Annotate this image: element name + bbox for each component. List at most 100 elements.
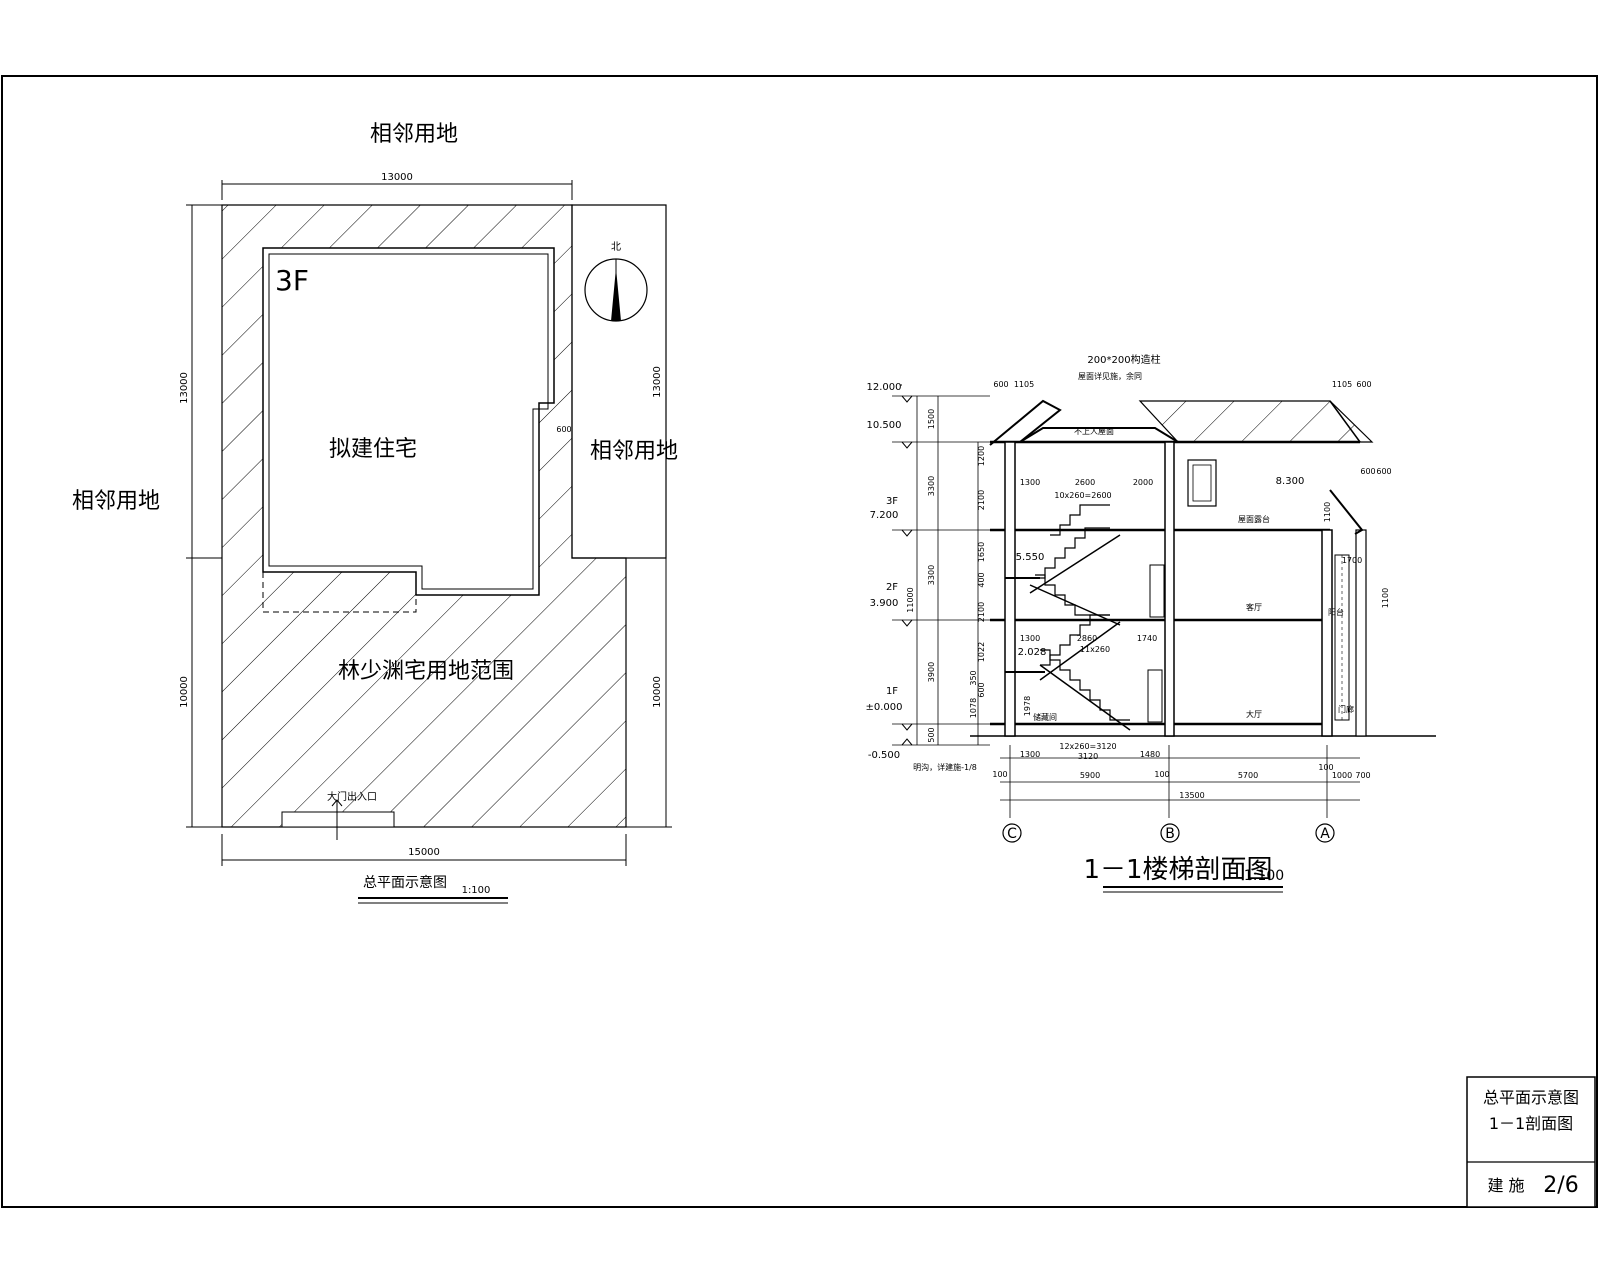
vdim-3300a: 3300 xyxy=(927,476,936,496)
roof-deck-label: 屋面露台 xyxy=(1238,514,1270,524)
entrance-label: 大门出入口 xyxy=(327,790,377,803)
building-footprint xyxy=(262,247,555,596)
vdim-sub-600: 600 xyxy=(977,682,986,697)
dim-1f-1480: 1480 xyxy=(1140,750,1160,759)
bdim-700: 700 xyxy=(1355,771,1370,780)
site-plan-scale: 1:100 xyxy=(462,885,491,896)
dim-1700: 1700 xyxy=(1342,556,1362,565)
wall-grid-c xyxy=(1004,441,1016,737)
door-b1 xyxy=(1147,669,1163,723)
floor-1-label: 1F xyxy=(886,686,898,697)
section-drawing: C B A 12.000 10.500 3F 7.200 2F 3.900 1F… xyxy=(865,353,1436,893)
title-block-line2: 1－1剖面图 xyxy=(1489,1114,1573,1133)
elev-3: 7.200 xyxy=(870,510,899,521)
vdim-sub-2100a: 2100 xyxy=(977,490,986,510)
elev-landing-2: 5.550 xyxy=(1016,552,1045,563)
elev-2: 3.900 xyxy=(870,598,899,609)
dim-setback: 600 xyxy=(556,425,571,434)
elev-landing-1: 2.028 xyxy=(1018,647,1047,658)
vdim-3300b: 3300 xyxy=(927,565,936,585)
dim-2f-2860: 2860 xyxy=(1077,634,1097,643)
dim-3f-2000: 2000 xyxy=(1133,478,1153,487)
vdim-sub-400: 400 xyxy=(977,572,986,587)
elev-roof-top: 12.000 xyxy=(867,382,902,393)
column-note-2: 屋面详见施，余同 xyxy=(1078,371,1142,381)
floor-tag: 3F xyxy=(275,264,309,297)
section-scale: 1:100 xyxy=(1244,868,1284,884)
north-arrow-icon xyxy=(611,268,621,321)
top-dim-600l: 600 xyxy=(993,380,1008,389)
site-plan-title: 总平面示意图 xyxy=(363,874,447,891)
stair-flight-5 xyxy=(1050,504,1110,536)
window-attic xyxy=(1187,459,1217,507)
grid-label-a: A xyxy=(1320,826,1330,842)
top-dim-1105r: 1105 xyxy=(1332,380,1352,389)
bdim-5900: 5900 xyxy=(1080,771,1100,780)
dashed-extension xyxy=(262,572,417,613)
sheet-border xyxy=(1,75,1598,1208)
title-block-frame xyxy=(1466,1076,1596,1208)
grid-label-b: B xyxy=(1165,826,1175,842)
title-block-line1: 总平面示意图 xyxy=(1483,1088,1579,1107)
roof-mid xyxy=(1019,427,1179,443)
vdim-3900: 3900 xyxy=(927,662,936,682)
stair-flight-2 xyxy=(1040,614,1110,666)
vdim-1500: 1500 xyxy=(927,409,936,429)
elev-1: ±0.000 xyxy=(865,702,902,713)
site-plan: 相邻用地 相邻用地 相邻用地 拟建住宅 3F 林少渊宅用地范围 大门出入口 北 … xyxy=(72,122,678,904)
bdim-5700: 5700 xyxy=(1238,771,1258,780)
sheet-number: 2/6 xyxy=(1543,1173,1578,1198)
adjacent-land-left: 相邻用地 xyxy=(72,489,160,514)
right-dim-600b: 600 xyxy=(1376,467,1391,476)
roof-left xyxy=(989,399,1062,446)
grid-bubble-b xyxy=(1160,823,1180,843)
room-hall: 大厅 xyxy=(1246,709,1262,719)
dim-right-upper: 13000 xyxy=(652,366,663,398)
dim-right-lower: 10000 xyxy=(652,676,663,708)
vdim-sub-1650: 1650 xyxy=(977,542,986,562)
room-living: 客厅 xyxy=(1246,602,1262,612)
stair-flight-1 xyxy=(1040,649,1130,721)
stair-dim-3: 10x260=2600 xyxy=(1054,491,1111,500)
bdim-total: 13500 xyxy=(1179,791,1204,800)
room-store: 储藏间 xyxy=(1033,712,1057,722)
bdim-1000: 1000 xyxy=(1332,771,1352,780)
floor-2-label: 2F xyxy=(886,582,898,593)
roof-hatched xyxy=(1138,400,1374,443)
vdim-sub-350: 350 xyxy=(969,670,978,685)
vdim-sub-1078: 1078 xyxy=(969,698,978,718)
dim-2f-1740: 1740 xyxy=(1137,634,1157,643)
room-balcony: 阳台 xyxy=(1328,607,1344,617)
vdim-500: 500 xyxy=(927,727,936,742)
door-b2 xyxy=(1149,564,1165,618)
grid-label-c: C xyxy=(1007,826,1017,842)
column-note: 200*200构造柱 xyxy=(1087,353,1160,366)
note-drain: 明沟，详建施-1/8 xyxy=(913,762,977,772)
dim-3f-2600: 2600 xyxy=(1075,478,1095,487)
dim-3f-1300: 1300 xyxy=(1020,478,1040,487)
north-label: 北 xyxy=(611,241,621,253)
top-dim-1105l: 1105 xyxy=(1014,380,1034,389)
grid-bubble-a xyxy=(1315,823,1335,843)
elev-ground: -0.500 xyxy=(868,750,900,761)
right-dim-600a: 600 xyxy=(1360,467,1375,476)
title-block: 总平面示意图 1－1剖面图 建 施 2/6 xyxy=(1466,1076,1596,1208)
vdim-sub-1200: 1200 xyxy=(977,446,986,466)
vdim-1100a: 1100 xyxy=(1323,502,1332,522)
wall-grid-b xyxy=(1164,441,1175,737)
wall-grid-a xyxy=(1321,529,1333,737)
room-door: 门廊 xyxy=(1338,704,1354,714)
site-range-label: 林少渊宅用地范围 xyxy=(338,659,514,684)
dim-1f-1300: 1300 xyxy=(1020,750,1040,759)
elev-parapet: 8.300 xyxy=(1276,476,1305,487)
top-dim-600r: 600 xyxy=(1356,380,1371,389)
sheet-label: 建 施 xyxy=(1487,1176,1524,1195)
floor-3-label: 3F xyxy=(886,496,898,507)
vdim-sub-1022: 1022 xyxy=(977,642,986,662)
dim-left-lower: 10000 xyxy=(179,676,190,708)
vdim-1100b: 1100 xyxy=(1381,588,1390,608)
elev-eave: 10.500 xyxy=(867,420,902,431)
grid-bubble-c xyxy=(1002,823,1022,843)
dim-bottom: 15000 xyxy=(408,847,440,858)
